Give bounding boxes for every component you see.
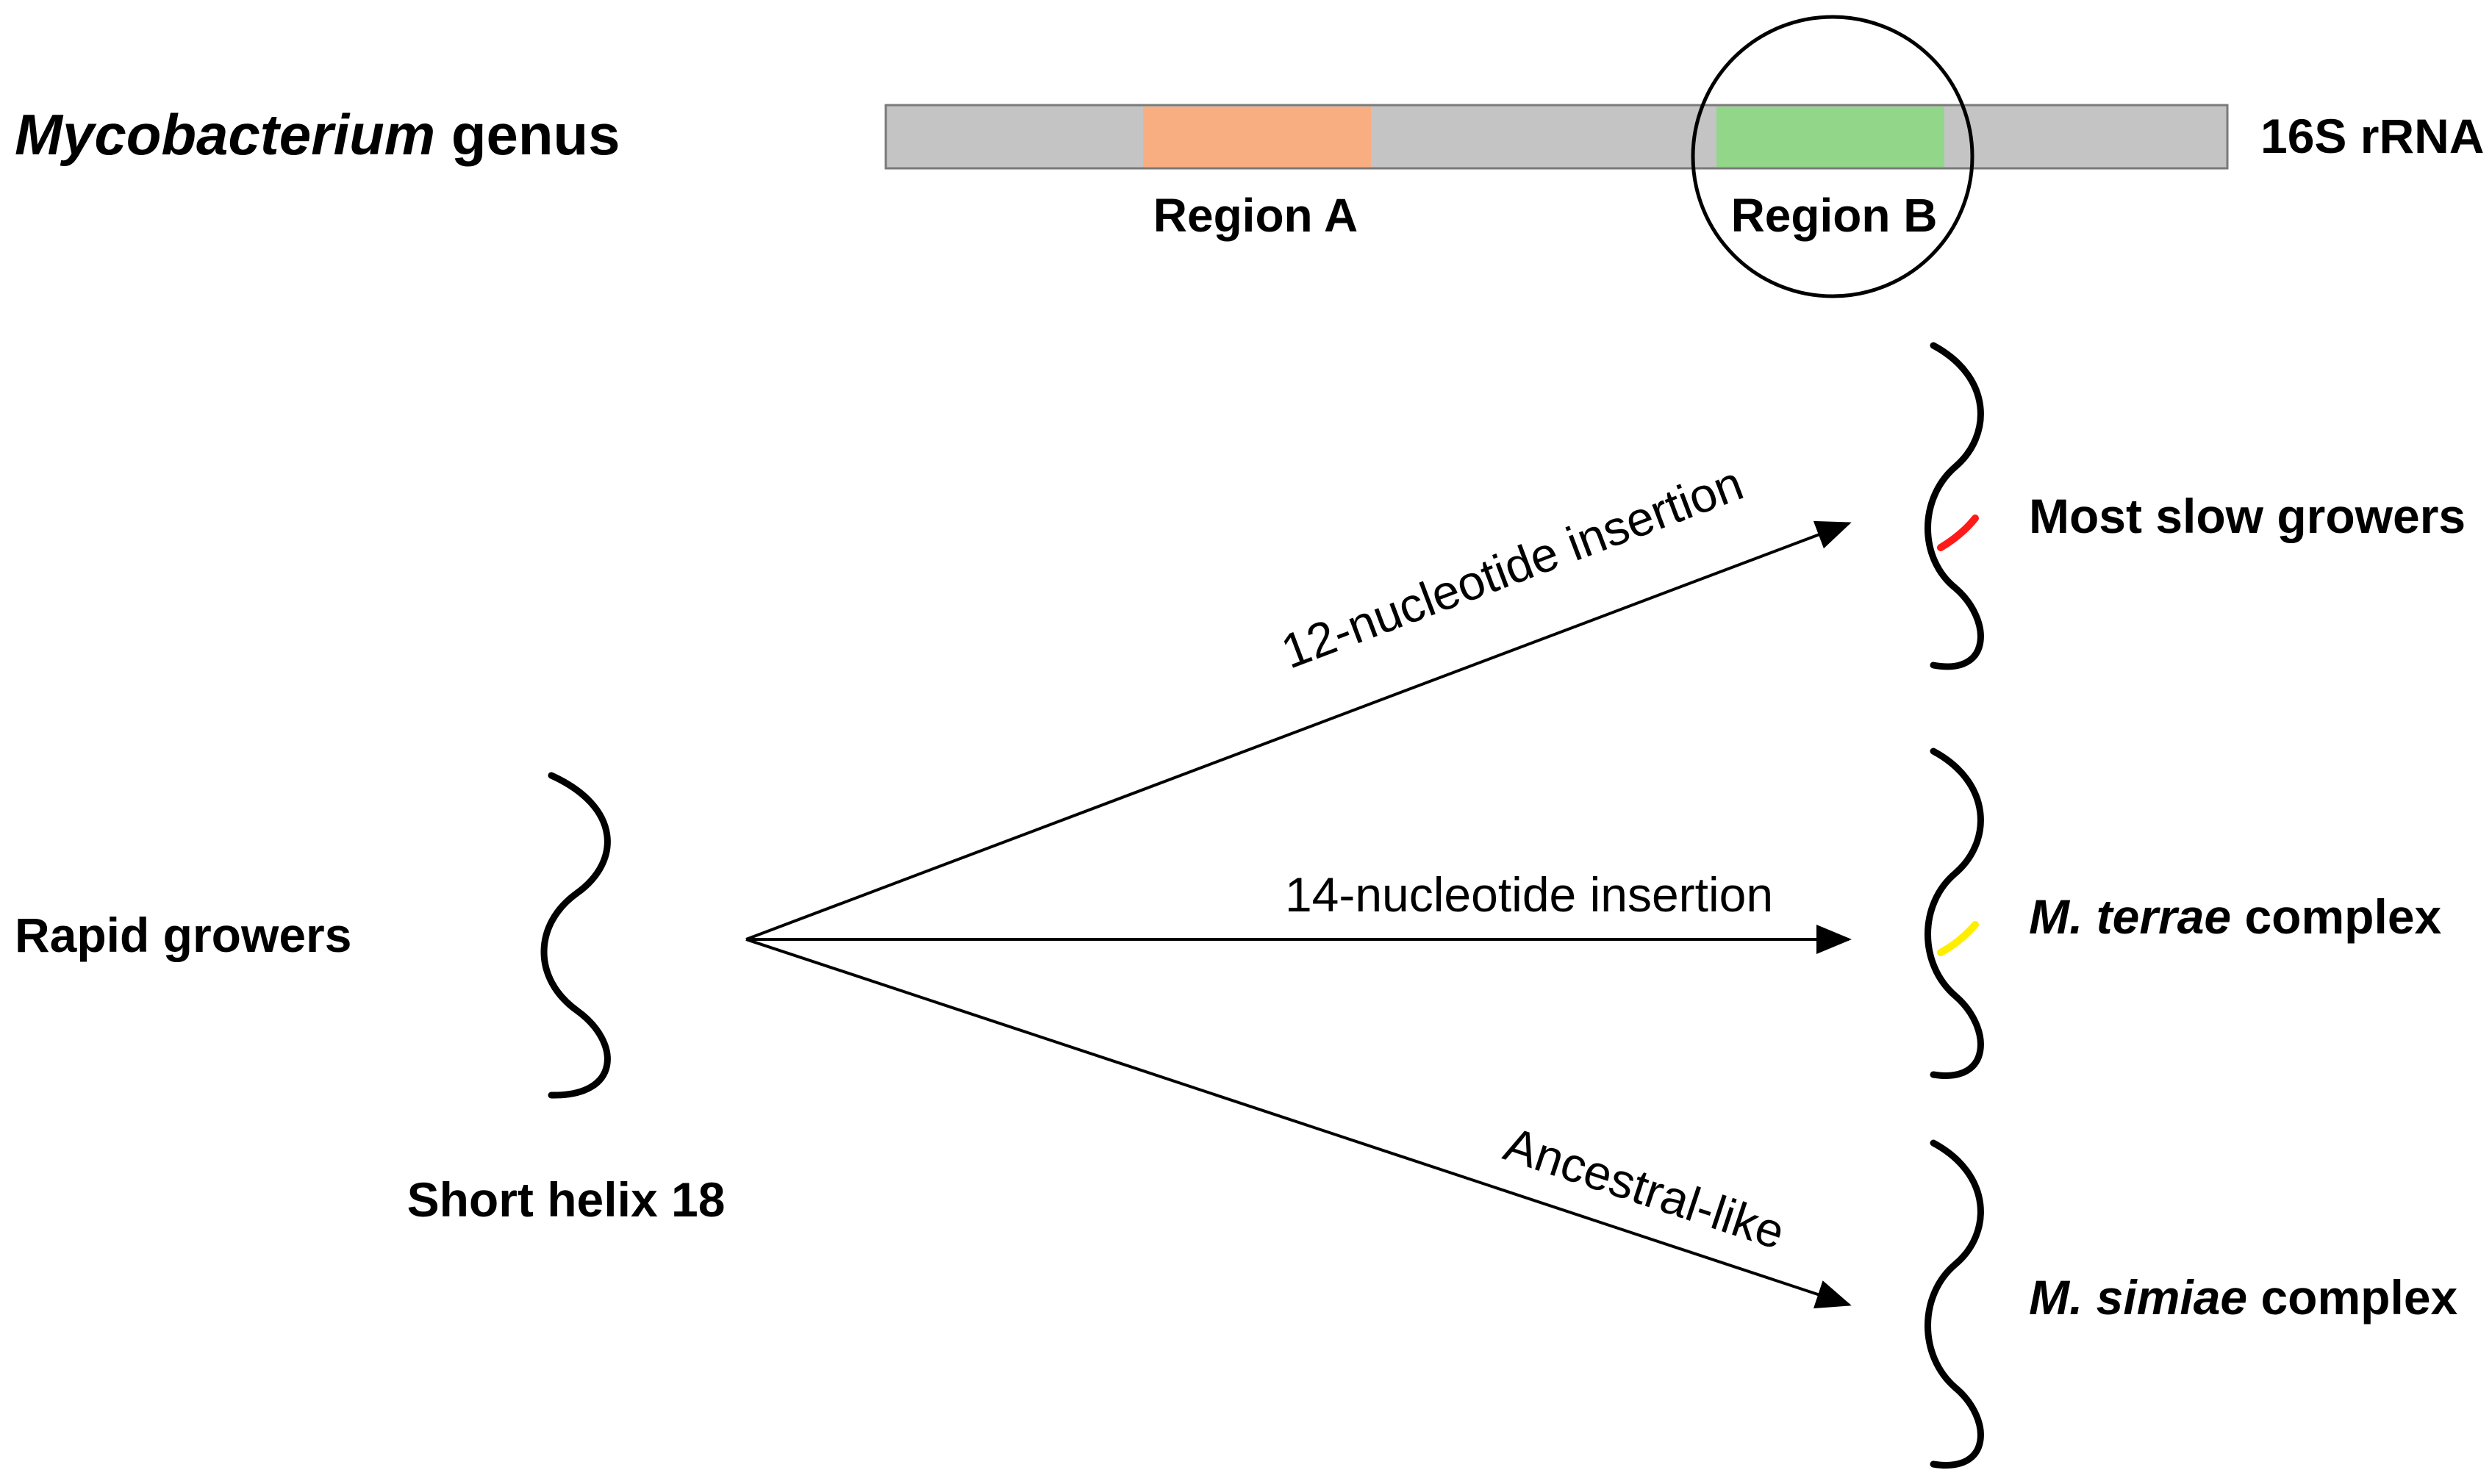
- terrae-suffix: complex: [2231, 889, 2441, 944]
- region-b-label: Region B: [1731, 189, 1938, 242]
- target-simiae-complex: M. simiae complex: [2029, 1270, 2458, 1325]
- target-slow-growers: Most slow growers: [2029, 489, 2466, 543]
- genus-title: Mycobacterium genus: [15, 102, 620, 167]
- arrow-to-slow-growers: [745, 520, 1852, 941]
- region-b-highlight-circle: [1691, 15, 1974, 298]
- region-a-label: Region A: [1153, 189, 1358, 242]
- terrae-complex-helix: [1925, 748, 1984, 1079]
- region-a-segment: [1143, 107, 1371, 167]
- simiae-suffix: complex: [2247, 1270, 2457, 1325]
- region-b-segment: [1716, 107, 1944, 167]
- short-helix-label: Short helix 18: [407, 1172, 726, 1227]
- arrow-label-14nt: 14-nucleotide insertion: [1285, 867, 1773, 922]
- slow-growers-helix: [1925, 342, 1984, 670]
- rapid-growers-label: Rapid growers: [15, 908, 351, 962]
- arrow-to-simiae-complex: [745, 938, 1852, 1309]
- gene-label: 16S rRNA: [2260, 109, 2484, 163]
- terrae-italic: M. terrae: [2029, 889, 2231, 944]
- rrna-bar: [884, 104, 2229, 170]
- genus-italic: Mycobacterium: [15, 102, 435, 167]
- short-helix-18-strand: [540, 772, 611, 1099]
- simiae-complex-helix: [1925, 1139, 1984, 1469]
- genus-suffix: genus: [435, 102, 620, 167]
- arrow-label-12nt: 12-nucleotide insertion: [1274, 456, 1750, 679]
- simiae-italic: M. simiae: [2029, 1270, 2247, 1325]
- insertion-marker-yellow: [1937, 921, 1979, 956]
- target-terrae-complex: M. terrae complex: [2029, 889, 2442, 944]
- insertion-marker-red: [1937, 515, 1979, 551]
